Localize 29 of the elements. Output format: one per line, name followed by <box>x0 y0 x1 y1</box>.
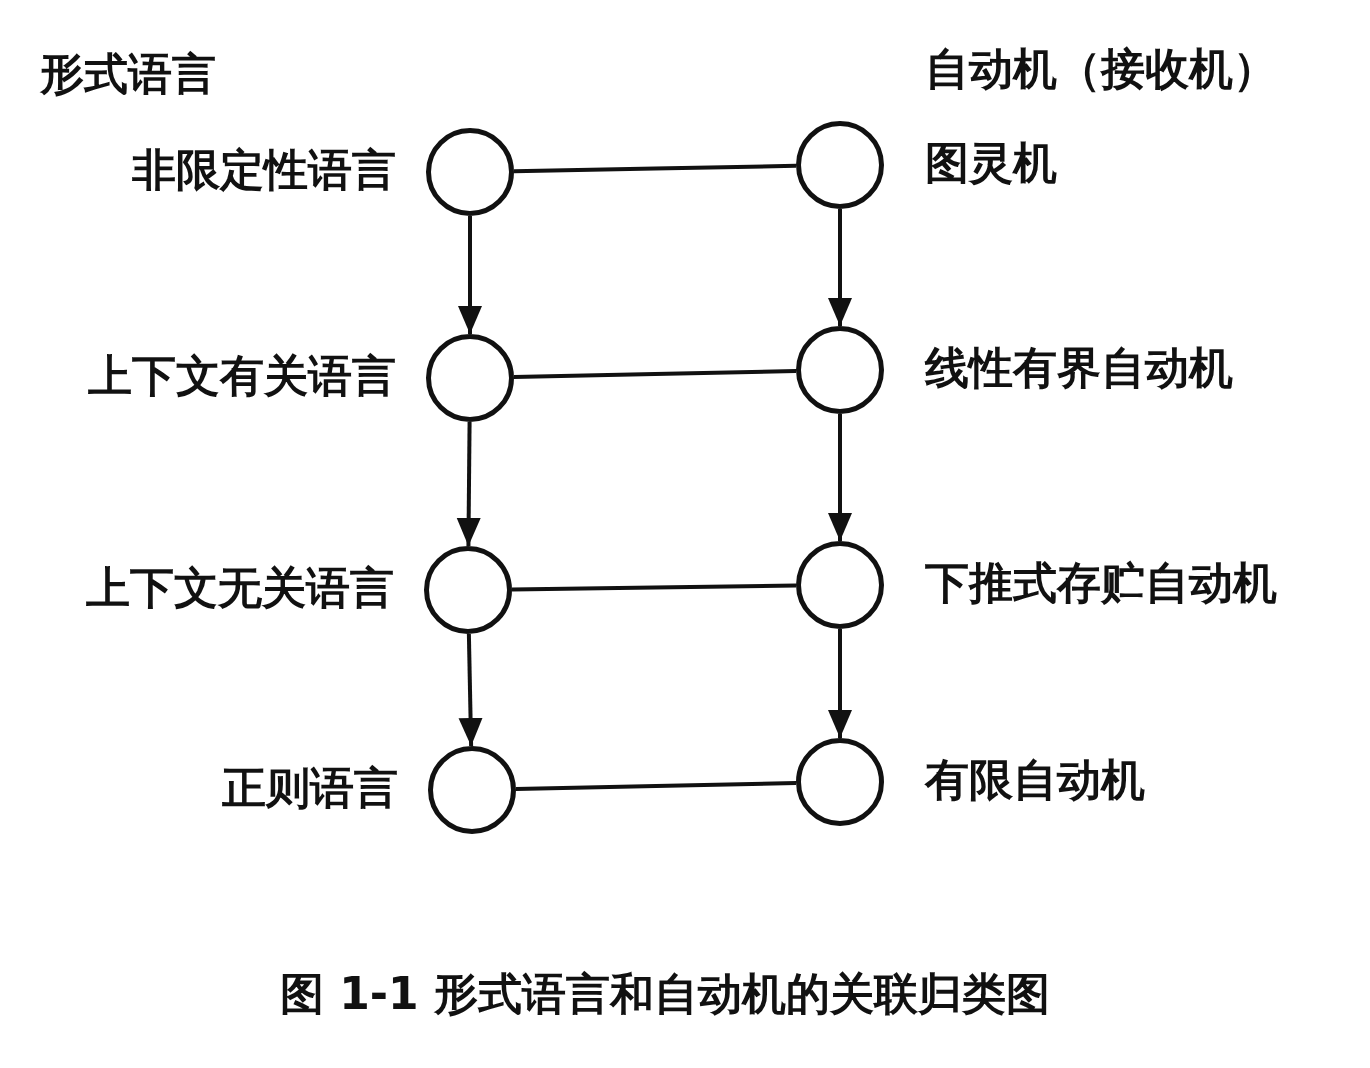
node-caption: 图灵机 <box>925 139 1057 188</box>
circle-node <box>424 546 512 634</box>
node-caption: 下推式存贮自动机 <box>925 559 1277 608</box>
figure-caption: 图 1-1 形式语言和自动机的关联归类图 <box>278 970 1052 1019</box>
connector-line <box>511 583 797 592</box>
arrow <box>828 414 852 541</box>
circle-node <box>796 326 884 414</box>
arrow <box>828 209 852 326</box>
arrow <box>458 216 482 334</box>
node-caption: 有限自动机 <box>925 756 1145 805</box>
circle-node <box>426 334 514 422</box>
node-caption: 上下文有关语言 <box>88 352 396 401</box>
circle-node <box>428 746 516 834</box>
connector-line <box>513 163 797 174</box>
circle-node <box>426 128 514 216</box>
node-caption: 上下文无关语言 <box>86 564 394 613</box>
connector-line <box>515 780 797 792</box>
arrow <box>828 629 852 738</box>
circle-node <box>796 121 884 209</box>
connector-line <box>513 368 797 380</box>
circle-node <box>796 738 884 826</box>
column-heading: 自动机（接收机） <box>925 45 1277 94</box>
arrow <box>456 422 481 546</box>
arrow <box>458 633 483 747</box>
circle-node <box>796 541 884 629</box>
node-caption: 非限定性语言 <box>132 146 396 195</box>
column-heading: 形式语言 <box>40 50 216 99</box>
node-caption: 线性有界自动机 <box>925 344 1233 393</box>
node-caption: 正则语言 <box>222 764 398 813</box>
